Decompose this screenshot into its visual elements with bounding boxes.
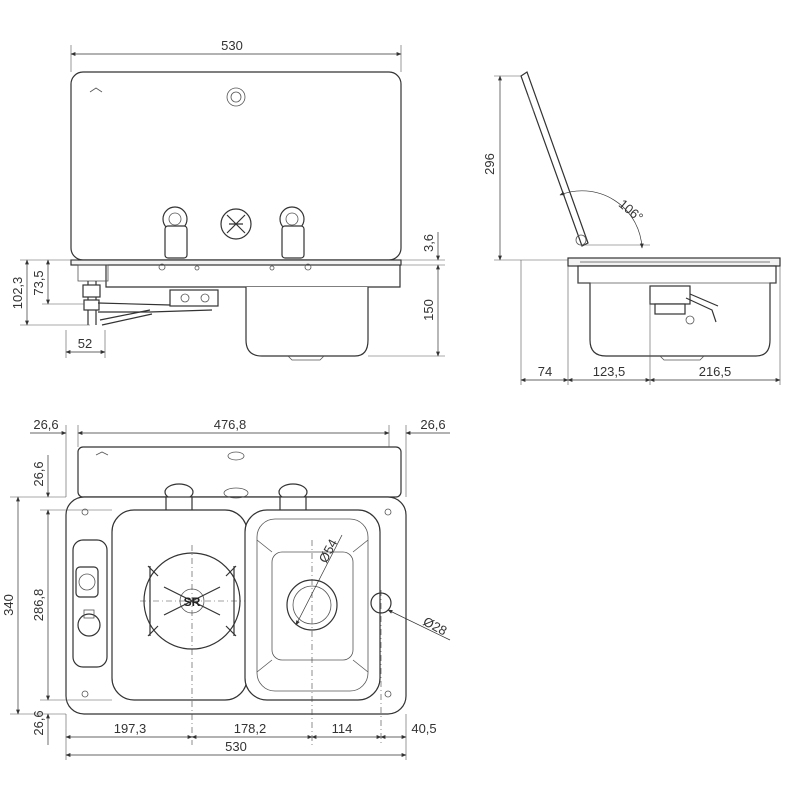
dim-lid-angle: 106° xyxy=(616,196,646,225)
dim-top-right-margin: 26,6 xyxy=(420,417,445,432)
front-view xyxy=(70,71,402,361)
top-lid xyxy=(77,446,402,498)
dim-left-offset: 52 xyxy=(78,336,92,351)
dim-bottom-c: 114 xyxy=(332,721,353,736)
dim-side-mid: 123,5 xyxy=(593,364,626,379)
dim-sink-depth: 150 xyxy=(421,299,436,321)
front-top-plate xyxy=(70,259,402,266)
sink-basin xyxy=(244,509,381,701)
gas-knob-icon xyxy=(78,573,96,591)
dim-side-left: 74 xyxy=(538,364,552,379)
dim-bottom-b: 178,2 xyxy=(234,721,267,736)
dim-top-upper-margin: 26,6 xyxy=(31,461,46,486)
control-panel xyxy=(72,539,108,668)
dim-bottom-a: 197,3 xyxy=(114,721,147,736)
dim-front-width: 530 xyxy=(221,38,243,53)
top-view: SR xyxy=(65,446,407,745)
dim-top-inner-height: 286,8 xyxy=(31,589,46,622)
dim-side-height: 296 xyxy=(482,153,497,175)
dim-left-total-height: 102,3 xyxy=(10,277,25,310)
lid-handle-icon xyxy=(226,87,246,107)
top-vent-icon xyxy=(223,487,249,499)
dim-left-inner-height: 73,5 xyxy=(31,270,46,295)
side-lid xyxy=(520,71,589,247)
burner-symbol-icon xyxy=(220,208,252,240)
front-sink-bowl xyxy=(245,287,369,357)
dim-bottom-total: 530 xyxy=(225,739,247,754)
top-dimensions: 26,6 476,8 26,6 26,6 340 286,8 26,6 Ø54 … xyxy=(1,417,451,760)
dim-top-inner-width: 476,8 xyxy=(214,417,247,432)
ignition-knob-icon xyxy=(77,613,101,637)
dim-top-height: 340 xyxy=(1,594,16,616)
hob-area xyxy=(111,509,248,701)
side-view xyxy=(520,71,781,361)
dim-top-lower-margin: 26,6 xyxy=(31,710,46,735)
dim-top-left-margin: 26,6 xyxy=(33,417,58,432)
front-dimensions: 530 3,6 150 102,3 73,5 52 xyxy=(10,38,445,358)
dim-bottom-d: 40,5 xyxy=(411,721,436,736)
right-hinge-icon xyxy=(279,206,305,259)
dim-tap-hole-diameter: Ø28 xyxy=(421,614,450,639)
dim-side-right: 216,5 xyxy=(699,364,732,379)
left-hinge-icon xyxy=(162,206,188,259)
dim-lid-gap: 3,6 xyxy=(421,234,436,252)
